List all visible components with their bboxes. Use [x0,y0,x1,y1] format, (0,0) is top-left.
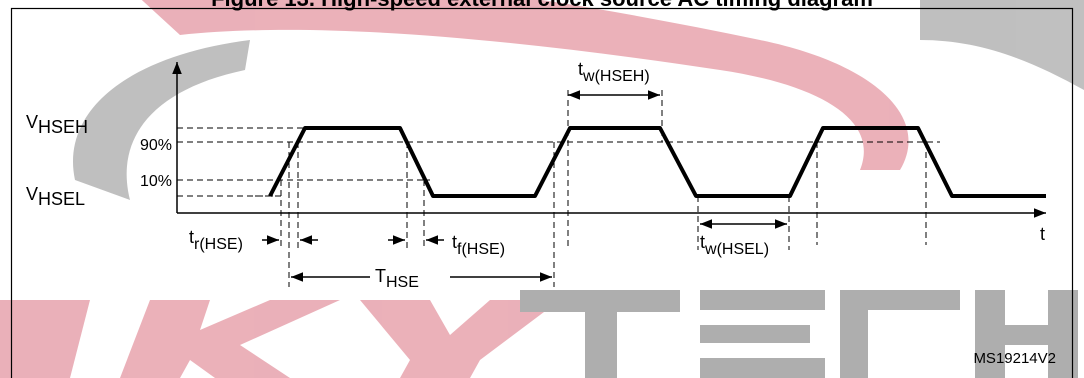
watermark-letter-t-stem [585,290,617,378]
watermark-gray-corner [920,0,1084,90]
watermark-letter-y [360,300,560,378]
tw-hseh-label: tw(HSEH) [578,59,650,85]
tf-hse-label: tf(HSE) [452,232,505,258]
watermark-letter-c-side [840,290,868,378]
tr-hse-label: tr(HSE) [189,227,243,253]
figure-frame [10,7,1074,378]
watermark-letter-s [0,300,90,378]
watermark-letter-e-top [700,290,825,310]
t-hse-label: THSE [375,266,419,291]
t-hse-label-bg [370,266,450,288]
reference-lines [177,127,940,197]
p10-label: 10% [140,173,172,190]
vhseh-label: VHSEH [26,112,88,137]
watermark-gray-swoosh [72,40,250,200]
watermark-pink-swoosh [141,0,909,170]
vertical-markers [247,90,927,287]
watermark-letter-k [120,300,340,378]
vhsel-label: VHSEL [26,184,85,209]
figure-code: MS19214V2 [973,350,1056,367]
watermark-letter-e-bot [700,358,825,378]
clock-waveform [268,126,1046,198]
tw-hsel-label: tw(HSEL) [700,232,769,258]
watermark-letter-h-mid [975,325,1075,345]
p90-label: 90% [140,137,172,154]
figure-title: Figure 13. High-speed external clock sou… [211,0,873,11]
time-axis-label: t [1040,224,1045,244]
watermark-letter-c-top [840,290,960,310]
watermark-letter-e-mid [700,325,810,343]
